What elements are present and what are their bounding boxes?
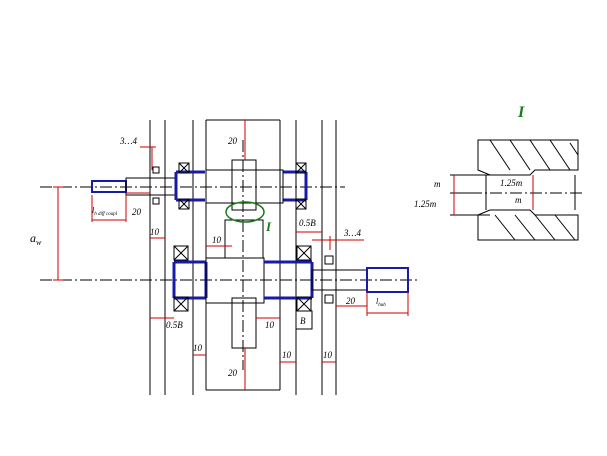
detail-m-inner: m — [515, 195, 522, 205]
detail-125m-left: 1.25m — [414, 199, 437, 209]
gap-label-top: 3…4 — [119, 136, 138, 146]
dim-10-b: 10 — [212, 235, 222, 245]
dim-20-right: 20 — [346, 296, 356, 306]
upper-shaft — [91, 159, 308, 211]
housing-walls — [149, 119, 337, 395]
dim-20-bottom: 20 — [228, 368, 238, 378]
half-b-top: 0.5B — [299, 218, 316, 228]
lower-shaft — [172, 219, 409, 349]
dim-10-d: 10 — [193, 343, 203, 353]
detail-m-left: m — [434, 179, 441, 189]
dim-10-f: 10 — [323, 350, 333, 360]
gap-label-right: 3…4 — [343, 228, 362, 238]
detail-125m-inner: 1.25m — [500, 178, 523, 188]
lower-bearings — [173, 245, 334, 330]
detail-title: I — [517, 104, 525, 121]
b-label: B — [300, 316, 306, 326]
dim-20-top: 20 — [228, 136, 238, 146]
half-b-bottom: 0.5B — [166, 320, 183, 330]
detail-mark: I — [265, 219, 272, 234]
coupling-length-label: lh diff coupl — [92, 206, 118, 217]
dimension-lines — [53, 120, 409, 390]
center-distance-label: aw — [30, 231, 42, 247]
dim-10-a: 10 — [150, 227, 160, 237]
hub-length-label: lhub — [376, 297, 386, 308]
dim-20-left: 20 — [132, 207, 142, 217]
upper-bearings — [152, 162, 307, 210]
detail-marker-ellipse — [225, 201, 265, 223]
dim-10-e: 10 — [282, 350, 292, 360]
detail-view: I m 1.25m 1.25m m — [414, 104, 585, 241]
dim-10-c: 10 — [265, 320, 275, 330]
